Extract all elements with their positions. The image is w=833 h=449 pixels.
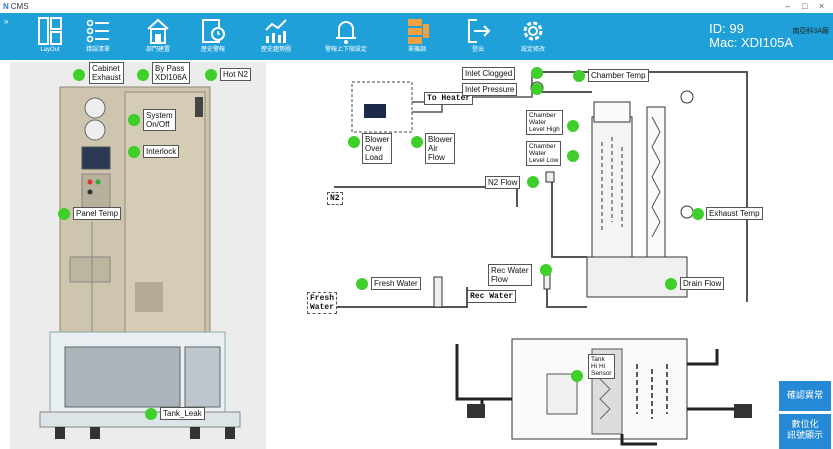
- tool-logout[interactable]: 登出: [454, 16, 502, 58]
- system-onoff-label: System On/Off: [143, 109, 176, 131]
- chamber-water-high-indicator: [567, 120, 579, 132]
- cabinet-exhaust-indicator: [73, 69, 85, 81]
- n2-pipe-label: N2: [327, 192, 343, 205]
- tool-single-unit[interactable]: 單機調: [393, 16, 441, 58]
- drain-flow-label: Drain Flow: [680, 277, 725, 290]
- panel-temp-indicator: [58, 208, 70, 220]
- tank-drawing: [455, 338, 752, 446]
- system-onoff-indicator: [128, 114, 140, 126]
- list-icon: [86, 19, 109, 43]
- rec-water-flow-label: Rec Water Flow: [488, 264, 532, 286]
- device-mac: Mac: XDI105A: [709, 35, 793, 50]
- bypass-indicator: [137, 69, 149, 81]
- tank-diagram: Tank Hi Hi Sensor: [452, 324, 757, 449]
- tool-alarm-limits[interactable]: 警報上下限設定: [322, 16, 370, 58]
- chamber-temp-label: Chamber Temp: [588, 69, 649, 82]
- bell-icon: [336, 21, 356, 44]
- n2-flow-indicator: [527, 176, 539, 188]
- collapse-toggle[interactable]: »: [4, 17, 9, 26]
- piping-diagram: [322, 71, 748, 308]
- fresh-water-label: Fresh Water: [371, 277, 421, 290]
- exhaust-temp-indicator: [692, 208, 704, 220]
- tool-settings[interactable]: 設定修改: [509, 16, 557, 58]
- tool-label: 警報上下限設定: [324, 47, 367, 53]
- tank-hihi-indicator: [571, 370, 583, 382]
- device-id: ID: 99: [709, 21, 744, 36]
- gear-icon: [523, 21, 543, 41]
- inlet-clogged-indicator: [531, 67, 543, 79]
- tool-label: 登出: [471, 47, 484, 53]
- to-heater-label: To Heater: [424, 92, 474, 105]
- hot-n2-label: Hot N2: [220, 68, 251, 81]
- blower-air-flow-label: Blower Air Flow: [425, 133, 456, 164]
- history-alarm-icon: [202, 19, 225, 43]
- tool-label: 部門建置: [145, 47, 170, 53]
- tool-label: 歷史警報: [200, 47, 225, 53]
- drain-flow-indicator: [665, 278, 677, 290]
- blower-over-load-label: Blower Over Load: [362, 133, 393, 164]
- tank-leak-indicator: [145, 408, 157, 420]
- blower-air-flow-indicator: [411, 136, 423, 148]
- tool-trend-chart[interactable]: 歷史趨勢圖: [252, 16, 300, 58]
- blower-over-load-indicator: [348, 136, 360, 148]
- tool-label: LayOut: [40, 47, 60, 53]
- rec-water-pipe-label: Rec Water: [467, 290, 517, 303]
- chamber-water-low-label: Chamber Water Level Low: [526, 141, 562, 166]
- chamber-temp-indicator: [573, 70, 585, 82]
- server-icon: [408, 19, 429, 44]
- cabinet-exhaust-label: Cabinet Exhaust: [89, 62, 124, 84]
- tool-layout[interactable]: LayOut: [26, 16, 74, 58]
- digital-signal-button[interactable]: 數位化 訊號顯示: [779, 414, 831, 449]
- interlock-label: Interlock: [143, 145, 180, 158]
- rec-water-flow-indicator: [540, 264, 552, 276]
- minimize-button[interactable]: –: [785, 1, 791, 11]
- n2-flow-label: N2 Flow: [485, 176, 521, 189]
- tool-error-list[interactable]: 錯誤清單: [74, 16, 122, 58]
- toolbar: » LayOut 錯誤清單 部門建置 歷史警報 歷史趨勢圖 警報上下限設定 單機…: [0, 13, 833, 60]
- building-icon: [147, 18, 169, 44]
- app-logo: N: [3, 2, 9, 11]
- company-name: 南亞科3A廠: [792, 28, 829, 35]
- tool-label: 歷史趨勢圖: [260, 47, 291, 53]
- chamber-water-high-label: Chamber Water Level High: [526, 110, 563, 135]
- tank-leak-label: Tank_Leak: [160, 407, 205, 420]
- fresh-water-indicator: [356, 278, 368, 290]
- inlet-clogged-label: Inlet Clogged: [462, 67, 516, 80]
- bypass-label: By Pass XDI106A: [152, 62, 191, 84]
- tool-history-alarm[interactable]: 歷史警報: [189, 16, 237, 58]
- inlet-pressure-label: Inlet Pressure: [462, 83, 518, 96]
- panel-temp-label: Panel Temp: [73, 207, 122, 220]
- confirm-abnormal-button[interactable]: 確認異常: [779, 381, 831, 411]
- tool-department[interactable]: 部門建置: [134, 16, 182, 58]
- logout-icon: [468, 19, 491, 43]
- tank-hihi-label: Tank Hi Hi Sensor: [588, 354, 615, 379]
- close-button[interactable]: ×: [819, 1, 825, 11]
- hot-n2-indicator: [205, 69, 217, 81]
- maximize-button[interactable]: □: [802, 1, 808, 11]
- tool-label: 單機調: [407, 47, 426, 53]
- trend-chart-icon: [265, 19, 287, 43]
- app-name: CMS: [10, 2, 29, 11]
- tool-label: 設定修改: [520, 47, 545, 53]
- chamber-water-low-indicator: [567, 150, 579, 162]
- layout-icon: [38, 17, 62, 45]
- inlet-pressure-indicator: [531, 83, 543, 95]
- interlock-indicator: [128, 146, 140, 158]
- fresh-water-pipe-label: Fresh Water: [307, 292, 338, 314]
- tool-label: 錯誤清單: [85, 47, 110, 53]
- device-info: ID: 99 Mac: XDI105A: [709, 22, 793, 50]
- exhaust-temp-label: Exhaust Temp: [706, 207, 763, 220]
